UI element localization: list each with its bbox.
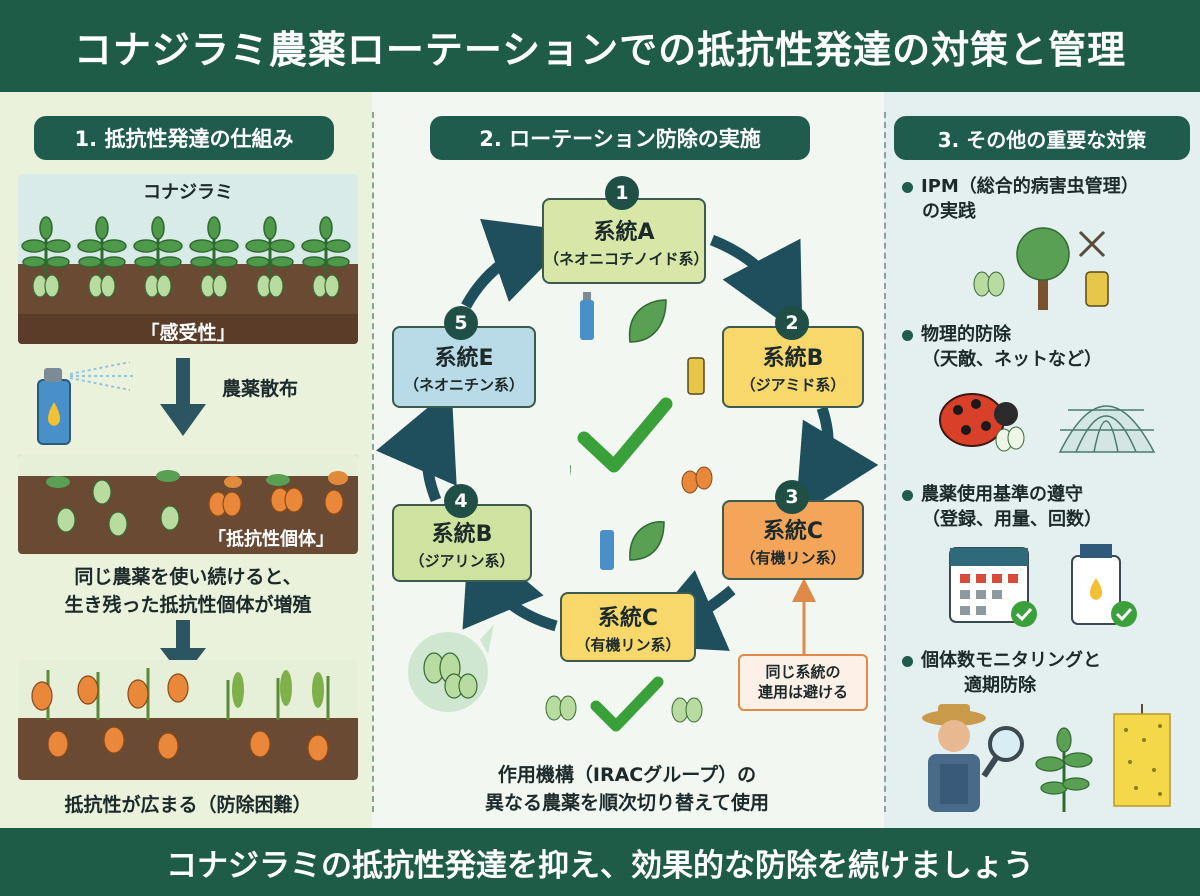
whitefly-icon — [995, 426, 1025, 452]
check-icon — [590, 676, 664, 732]
divider-right — [884, 112, 886, 812]
farmer-icon — [922, 704, 986, 812]
rotation-node-3: 系統C （有機リン系） — [722, 500, 864, 580]
measure-monitoring-line1: 個体数モニタリングと — [921, 650, 1101, 671]
check-icon — [577, 397, 673, 473]
usage-standards-illustration — [949, 544, 1137, 627]
down-arrow-icon — [160, 358, 206, 436]
plant-icon — [21, 216, 351, 274]
footer-message: コナジラミの抵抗性発達を抑え、効果的な防除を続けましょう — [166, 847, 1034, 884]
spray-can-icon — [580, 292, 594, 340]
bottle-icon — [1085, 271, 1109, 307]
node-1-name: 系統A — [593, 219, 655, 245]
rotation-success-illustration — [545, 676, 703, 732]
rotation-center-illustrations — [570, 292, 713, 570]
ladybug-icon — [939, 393, 1018, 447]
footer-banner: コナジラミの抵抗性発達を抑え、効果的な防除を続けましょう — [0, 828, 1200, 896]
measure-physical: 物理的防除 （天敵、ネットなど） — [902, 322, 1102, 372]
whitefly-closeup-icon — [408, 624, 494, 712]
spray-can-icon — [600, 530, 614, 570]
measure-physical-line2: （天敵、ネットなど） — [922, 349, 1102, 371]
node-1-class: （ネオニコチノイド系） — [544, 249, 709, 268]
whitefly-icon — [545, 695, 703, 723]
bullet-icon — [902, 329, 913, 341]
node-5-name: 系統E — [434, 345, 494, 371]
whitefly-icon — [32, 274, 340, 298]
whitefly-icon — [681, 466, 713, 494]
mechanism-explanation-2: 生き残った抵抗性個体が増殖 — [64, 594, 312, 616]
spray-label: 農薬散布 — [222, 378, 299, 400]
whitefly-icon — [973, 271, 1005, 297]
node-5-badge: 5 — [444, 306, 478, 340]
bullet-icon — [902, 489, 913, 501]
node-3-class: （有機リン系） — [740, 548, 846, 567]
node-3-badge: 3 — [775, 480, 809, 514]
ipm-illustration — [973, 227, 1109, 310]
node-2-class: （ジアミド系） — [740, 375, 846, 394]
whitefly-label: コナジラミ — [143, 182, 233, 203]
bottom-node-name: 系統C — [597, 605, 659, 631]
physical-control-illustration — [939, 393, 1156, 453]
measure-ipm-line1: IPM（総合的病害虫管理） — [921, 176, 1139, 197]
bottom-node-class: （有機リン系） — [575, 635, 681, 654]
susceptible-field-illustration — [18, 174, 358, 344]
measure-ipm-line2: の実践 — [922, 201, 976, 223]
tree-icon — [1016, 227, 1070, 310]
node-2-badge: 2 — [775, 306, 809, 340]
node-4-badge: 4 — [444, 484, 478, 518]
section-1-heading: 1. 抵抗性発達の仕組み — [34, 116, 334, 160]
monitoring-illustration — [922, 704, 1171, 812]
mechanism-explanation-1: 同じ農薬を使い続けると、 — [74, 566, 302, 588]
node-1-badge: 1 — [605, 176, 639, 210]
measure-ipm: IPM（総合的病害虫管理） の実践 — [902, 174, 1139, 224]
section-other-measures — [884, 92, 1200, 828]
measure-monitoring: 個体数モニタリングと 適期防除 — [902, 648, 1101, 698]
warning-line-1: 同じ系統の — [765, 663, 841, 681]
node-3-name: 系統C — [762, 518, 824, 544]
node-4-name: 系統B — [431, 521, 493, 547]
measure-usage-standards: 農薬使用基準の遵守 （登録、用量、回数） — [902, 482, 1102, 532]
bottle-icon — [1071, 544, 1137, 627]
section-3-heading: 3. その他の重要な対策 — [894, 116, 1190, 160]
measure-usage-line1: 農薬使用基準の遵守 — [921, 484, 1083, 505]
resistant-label: 「抵抗性個体」 — [208, 529, 334, 550]
avoid-consecutive-warning: 同じ系統の 連用は避ける — [738, 654, 868, 711]
warning-line-2: 連用は避ける — [757, 683, 848, 702]
rotation-caption-2: 異なる農薬を順次切り替えて使用 — [484, 792, 770, 814]
node-5-class: （ネオニチン系） — [403, 375, 524, 394]
rotation-caption-1: 作用機構（IRACグループ）の — [497, 764, 757, 786]
tools-icon — [1078, 230, 1106, 258]
measure-physical-line1: 物理的防除 — [921, 324, 1011, 345]
sticky-trap-icon — [1113, 704, 1171, 807]
leaf-icon — [628, 299, 667, 343]
measure-monitoring-line2: 適期防除 — [964, 675, 1036, 697]
bullet-icon — [902, 181, 913, 193]
resistance-result-label: 抵抗性が広まる（防除困難） — [64, 794, 312, 816]
page-title: コナジラミ農薬ローテーションでの抵抗性発達の対策と管理 — [73, 27, 1127, 72]
measure-usage-line2: （登録、用量、回数） — [922, 509, 1102, 531]
node-2-name: 系統B — [762, 345, 824, 371]
resistant-field-illustration — [18, 454, 358, 554]
net-icon — [1058, 405, 1156, 453]
plant-icon — [1035, 727, 1093, 812]
spray-can-icon — [687, 357, 705, 395]
bullet-icon — [902, 655, 913, 667]
divider-left — [372, 112, 374, 812]
leaf-icon — [629, 521, 665, 561]
rotation-node-bottom: 系統C （有機リン系） — [560, 592, 696, 662]
section-2-heading: 2. ローテーション防除の実施 — [430, 116, 810, 160]
rotation-node-1: 系統A （ネオニコチノイド系） — [542, 198, 709, 284]
magnifier-icon — [981, 726, 1024, 778]
title-banner: コナジラミ農薬ローテーションでの抵抗性発達の対策と管理 — [0, 0, 1200, 92]
calendar-icon — [949, 547, 1037, 627]
spray-can-icon — [37, 362, 134, 445]
node-4-class: （ジアリン系） — [409, 551, 515, 570]
resistance-spread-illustration — [18, 660, 358, 780]
susceptible-label: 「感受性」 — [140, 322, 236, 344]
